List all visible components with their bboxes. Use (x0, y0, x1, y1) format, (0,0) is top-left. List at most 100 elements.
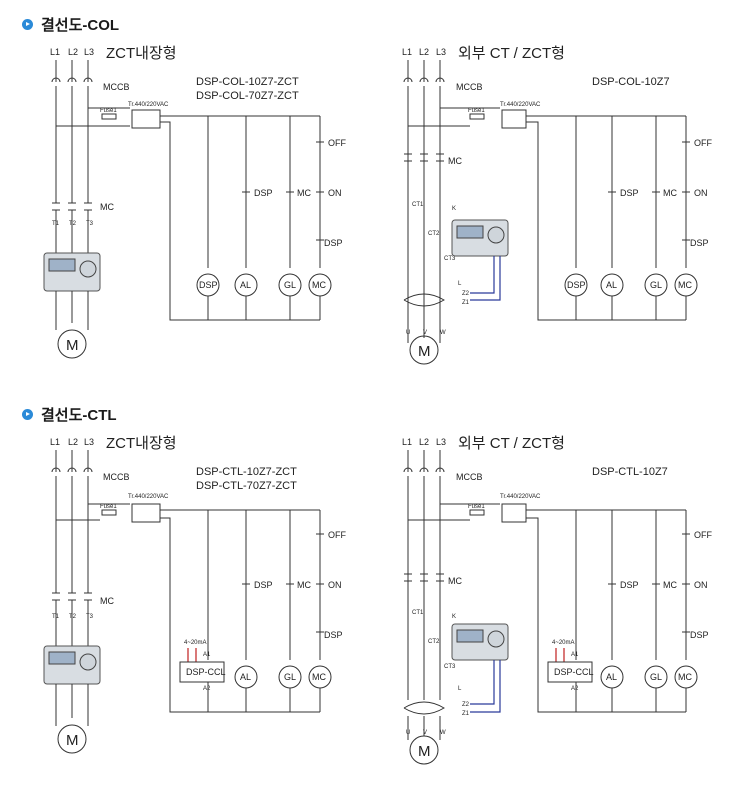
term-v: V (423, 730, 427, 736)
ccl-a1: A1 (571, 652, 579, 658)
phase-l3: L3 (436, 47, 446, 57)
contactor-label: MC (100, 596, 114, 606)
phase-l2: L2 (419, 47, 429, 57)
lamp-al: AL (240, 672, 251, 682)
model-name-1: DSP-CTL-10Z7 (592, 466, 668, 478)
lamp-dsp: DSP (567, 280, 586, 290)
diagram-col-ext: L1 L2 L3 외부 CT / ZCT형 DSP-COL-10Z7 MCCB … (402, 45, 712, 365)
ccl-box (547, 661, 593, 683)
term-w: W (440, 730, 446, 736)
ct1-label: CT1 (412, 202, 424, 208)
z2-label: Z2 (462, 702, 470, 708)
section-title-ctl: 결선도-CTL (22, 404, 117, 425)
section-title-text: 결선도-CTL (41, 407, 117, 424)
dsp-switch-label: DSP (254, 188, 273, 198)
motor-label: M (418, 343, 431, 360)
transformer-label: Tr.440/220VAC (128, 494, 169, 500)
diagram-heading: 외부 CT / ZCT형 (458, 435, 565, 452)
term-v: V (423, 330, 427, 336)
ccl-name: DSP-CCL (554, 667, 594, 677)
term-t3: T3 (86, 221, 94, 227)
dsp2-label: DSP (690, 630, 709, 640)
fuse-label: Fuse1 (100, 504, 117, 510)
motor-label: M (66, 732, 79, 749)
motor-symbol (409, 335, 439, 365)
mccb-symbol (51, 77, 93, 83)
off-label: OFF (694, 530, 712, 540)
lamp-mc: MC (678, 672, 692, 682)
model-name-2: DSP-COL-70Z7-ZCT (196, 90, 299, 102)
section-title-text: 결선도-COL (41, 17, 120, 34)
off-label: OFF (328, 530, 346, 540)
device-keypad (79, 260, 97, 278)
dsp2-label: DSP (324, 630, 343, 640)
fuse-label: Fuse1 (468, 108, 485, 114)
phase-l2: L2 (68, 437, 78, 447)
off-switch (316, 138, 324, 150)
phase-l1: L1 (402, 437, 412, 447)
phase-l1: L1 (402, 47, 412, 57)
mccb-label: MCCB (103, 82, 130, 92)
phase-l3: L3 (84, 47, 94, 57)
ccl-a2: A2 (203, 686, 211, 692)
lamp-al: AL (606, 672, 617, 682)
mc-aux-label: MC (297, 188, 311, 198)
motor-label: M (66, 337, 79, 354)
lamp-dsp: DSP (199, 280, 218, 290)
analog-wire (187, 648, 197, 662)
transformer-label: Tr.440/220VAC (128, 102, 169, 108)
on-label: ON (328, 580, 342, 590)
mc-aux-label: MC (663, 580, 677, 590)
fuse-label: Fuse1 (100, 108, 117, 114)
term-t2: T2 (69, 221, 77, 227)
mccb-label: MCCB (456, 82, 483, 92)
ccl-box (179, 661, 225, 683)
lamp-mc: MC (312, 672, 326, 682)
model-name-1: DSP-COL-10Z7 (592, 76, 670, 88)
diagram-col-zct: L1 L2 L3 ZCT내장형 DSP-COL-10Z7-ZCT DSP-COL… (43, 45, 346, 359)
fuse-label: Fuse1 (468, 504, 485, 510)
device-screen (48, 258, 76, 272)
phase-l3: L3 (436, 437, 446, 447)
diagram-heading: ZCT내장형 (106, 435, 177, 452)
dsp-switch-label: DSP (620, 188, 639, 198)
contactor-label: MC (448, 156, 462, 166)
phase-l1: L1 (50, 437, 60, 447)
phase-l3: L3 (84, 437, 94, 447)
mc-aux-label: MC (663, 188, 677, 198)
transformer-label: Tr.440/220VAC (500, 494, 541, 500)
z2-label: Z2 (462, 291, 470, 297)
model-name-1: DSP-COL-10Z7-ZCT (196, 76, 299, 88)
motor-symbol (57, 329, 87, 359)
mccb-symbol (403, 77, 445, 83)
diagram-heading: ZCT내장형 (106, 45, 177, 62)
lamp-al: AL (240, 280, 251, 290)
ct2-label: CT2 (428, 231, 440, 237)
ccl-a2: A2 (571, 686, 579, 692)
mccb-label: MCCB (103, 472, 130, 482)
dsp2-label: DSP (690, 238, 709, 248)
zct-symbol (403, 293, 445, 307)
ccl-name: DSP-CCL (186, 667, 226, 677)
motor-symbol (409, 735, 439, 765)
z1-label: Z1 (462, 300, 470, 306)
ccl-signal-label: 4~20mA (184, 640, 207, 646)
motor-label: M (418, 743, 431, 760)
motor-symbol (57, 724, 87, 754)
off-label: OFF (328, 138, 346, 148)
mc-aux-label: MC (297, 580, 311, 590)
diagram-ctl-ext: L1 L2 L3 외부 CT / ZCT형 DSP-CTL-10Z7 MCCB … (402, 435, 712, 765)
off-label: OFF (694, 138, 712, 148)
on-label: ON (694, 580, 708, 590)
lamp-al: AL (606, 280, 617, 290)
dsp2-label: DSP (324, 238, 343, 248)
section-title-col: 결선도-COL (22, 14, 119, 35)
diagram-ctl-zct: L1 L2 L3 ZCT내장형 DSP-CTL-10Z7-ZCT DSP-CTL… (43, 435, 346, 754)
term-t3: T3 (86, 614, 94, 620)
contactor-label: MC (448, 576, 462, 586)
term-t2: T2 (69, 614, 77, 620)
wiring-diagram-col: L1 L2 L3 ZCT내장형 DSP-COL-10Z7-ZCT DSP-COL… (43, 45, 712, 365)
ct3-label: CT3 (444, 256, 456, 262)
phase-l1: L1 (50, 47, 60, 57)
k-label: K (452, 614, 456, 620)
